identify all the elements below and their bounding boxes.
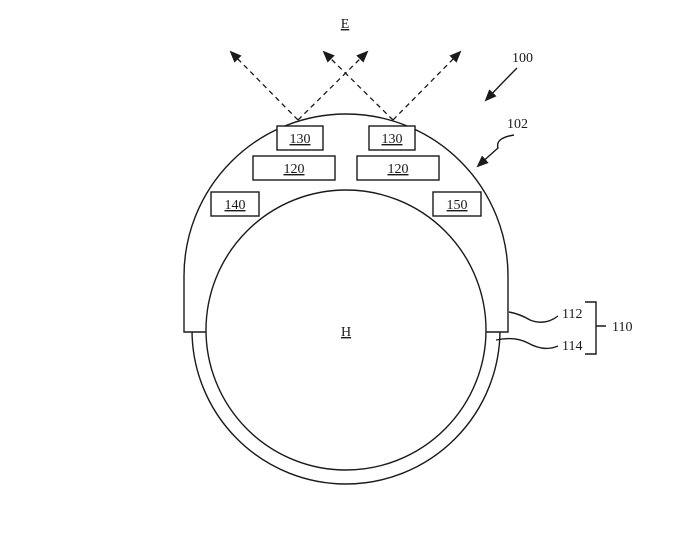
sensor-right-box (432, 191, 482, 217)
band-inner-label: 114 (562, 339, 582, 354)
emitter-left-box (276, 125, 324, 151)
emission-arrow-2 (297, 50, 369, 121)
band-inner-leader (495, 337, 559, 350)
housing-ref-arrow (476, 134, 515, 168)
emission-arrow-3 (322, 50, 394, 121)
display-left-box (252, 155, 336, 181)
sensor-right-label: 150 (447, 198, 468, 213)
sensor-left-box (210, 191, 260, 217)
emitter-left-label: 130 (290, 132, 311, 147)
display-left-label: 120 (284, 162, 305, 177)
sensor-left-label: 140 (225, 198, 246, 213)
housing-ref-label: 102 (507, 117, 528, 132)
band-outer-leader (508, 311, 559, 323)
emitter-right-label: 130 (382, 132, 403, 147)
device-ref-arrow (484, 67, 518, 102)
band-group-label: 110 (612, 320, 632, 335)
band-outer-label: 112 (562, 307, 582, 322)
environment-label: E (341, 17, 350, 32)
band-group-bracket (585, 301, 606, 355)
emission-arrow-1 (229, 50, 299, 121)
display-right-label: 120 (388, 162, 409, 177)
emission-arrow-4 (392, 50, 462, 121)
head-circle (205, 189, 487, 471)
display-right-box (356, 155, 440, 181)
emitter-right-box (368, 125, 416, 151)
head-label: H (341, 325, 351, 340)
device-ref-label: 100 (512, 51, 533, 66)
